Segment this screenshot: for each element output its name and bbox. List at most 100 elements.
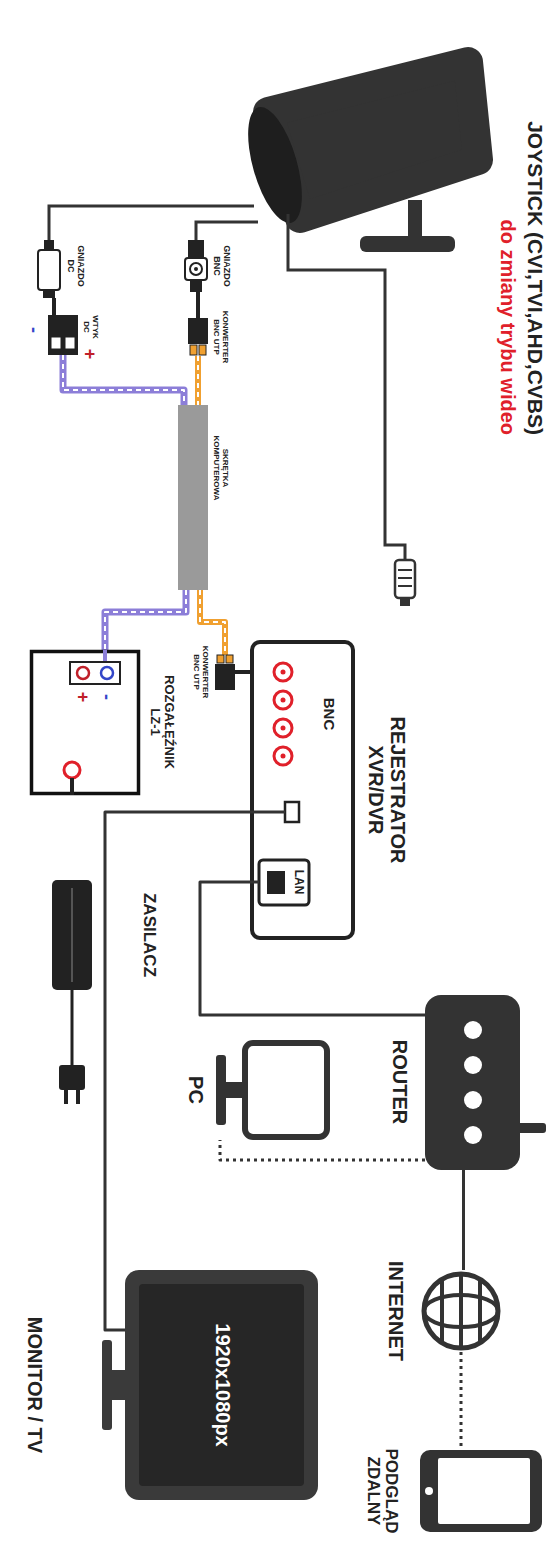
pc-base: [216, 1055, 226, 1125]
device-node: REJESTRATOR XVR/DVRBNCLAN: [250, 640, 355, 940]
device-node: INTERNET: [420, 1270, 502, 1352]
tablet-screen: [438, 1458, 530, 1524]
device-sublabel: do zmiany trybu wideo: [496, 219, 518, 435]
device-node: 1920x1080pxMONITOR / TV: [125, 1270, 318, 1500]
polarity-sign: -: [98, 694, 116, 700]
converter-terminal: [190, 345, 197, 355]
device-label: WTYK DC: [82, 312, 99, 342]
lan-lead: [250, 881, 259, 884]
device-icon: [420, 1450, 542, 1532]
plug-prong: [64, 1090, 68, 1104]
device-icon: [48, 315, 78, 355]
device-label: SKRĘTKA KOMPUTEROWA: [212, 433, 229, 503]
device-label: PC: [184, 1076, 206, 1104]
device-label: GNIAZDO DC: [66, 241, 85, 291]
bnc-port-pin: [281, 698, 286, 703]
device-label: INTERNET: [384, 1261, 406, 1361]
cable: [196, 292, 200, 318]
camera-mount-plate: [360, 236, 455, 252]
device-label: ROZGAŁĘŹNIK LZ-1: [148, 667, 176, 777]
cable: [105, 590, 186, 650]
wire-stripe: [200, 590, 225, 655]
device-icon: [215, 655, 235, 690]
device-node: WTYK DC: [48, 315, 78, 355]
device-label: ROUTER: [388, 1040, 410, 1124]
dc-plug-terminal: [51, 337, 61, 349]
device-label: REJESTRATOR XVR/DVR: [365, 705, 408, 875]
lan-port: [259, 860, 309, 905]
device-icon: [212, 1040, 330, 1140]
joystick-connector: [395, 560, 415, 606]
device-node: ZASILACZ: [52, 880, 92, 990]
device-node: PODGLĄD ZDALNY: [420, 1450, 542, 1532]
plug-body: [59, 1065, 85, 1090]
device-label: JOYSTICK (CVI,TVI,AHD,CVBS): [523, 121, 546, 435]
device-icon: [38, 240, 60, 298]
camera-mount-arm: [408, 200, 422, 240]
polarity-sign: +: [81, 349, 99, 360]
device-node: KONWERTER BNC UTP: [215, 655, 235, 690]
device-icon: [52, 880, 92, 990]
joystick-cable: [288, 214, 405, 560]
tablet-button: [425, 1487, 433, 1495]
router-led: [464, 1126, 482, 1144]
bnc-port: [274, 747, 292, 765]
bnc-port: [274, 719, 292, 737]
cable: [195, 356, 201, 405]
device-icon: [425, 995, 520, 1170]
bnc-socket-ring: [190, 263, 202, 275]
bnc-port-pin: [281, 754, 286, 759]
router-led: [464, 1056, 482, 1074]
terminal-screw: [101, 667, 113, 679]
terminal-screw: [77, 667, 89, 679]
device-icon: [420, 1270, 502, 1352]
wireless-link: [220, 1140, 425, 1160]
dc-cable: [49, 206, 254, 240]
cable: [235, 670, 250, 674]
bnc-port: [274, 663, 292, 681]
cable: [105, 812, 250, 1330]
device-icon: [184, 240, 208, 292]
dc-plug-body: [48, 315, 78, 355]
wire-stripe: [197, 356, 199, 405]
device-icon: [250, 640, 355, 940]
router-body: [425, 995, 520, 1170]
cable: [52, 298, 56, 315]
plug-prong: [76, 1090, 80, 1104]
pc-neck: [226, 1082, 242, 1098]
router-antenna: [516, 1123, 546, 1133]
dc-socket-body: [38, 250, 60, 290]
joystick-plug: [395, 560, 415, 598]
converter-terminal: [217, 655, 224, 663]
power-adapter: [52, 880, 92, 990]
device-icon: [30, 650, 140, 795]
splitter-housing: [32, 652, 139, 794]
tv-neck: [110, 1370, 125, 1400]
bnc-pin: [194, 267, 198, 271]
device-icon: [178, 405, 208, 590]
device-node: PC: [212, 1040, 330, 1140]
bnc-cable: [196, 222, 258, 240]
globe: [424, 1274, 498, 1348]
device-node: ROUTER: [425, 995, 520, 1170]
device-label: PODGLĄD ZDALNY: [363, 1441, 400, 1541]
joystick-grip: [398, 570, 412, 586]
device-node: ROZGAŁĘŹNIK LZ-1: [30, 650, 140, 795]
cable: [200, 590, 225, 655]
device-node: KONWERTER BNC UTP: [188, 318, 208, 356]
bnc-port: [274, 691, 292, 709]
device-sublabel: BNC: [321, 698, 337, 731]
tv-screen: [139, 1284, 304, 1486]
converter-terminal: [199, 345, 206, 355]
wire-stripe: [63, 355, 184, 405]
converter-terminal: [226, 655, 233, 663]
device-node: JOYSTICK (CVI,TVI,AHD,CVBS)do zmiany try…: [490, 50, 550, 440]
device-label: GNIAZDO BNC: [212, 241, 231, 291]
device-sublabel: LAN: [292, 870, 305, 895]
hdmi-port: [285, 802, 299, 822]
tv-base: [102, 1340, 112, 1430]
device-label: 1920x1080px: [211, 1323, 233, 1446]
dc-plug-terminal: [65, 337, 75, 349]
device-node: GNIAZDO DC: [38, 240, 60, 298]
